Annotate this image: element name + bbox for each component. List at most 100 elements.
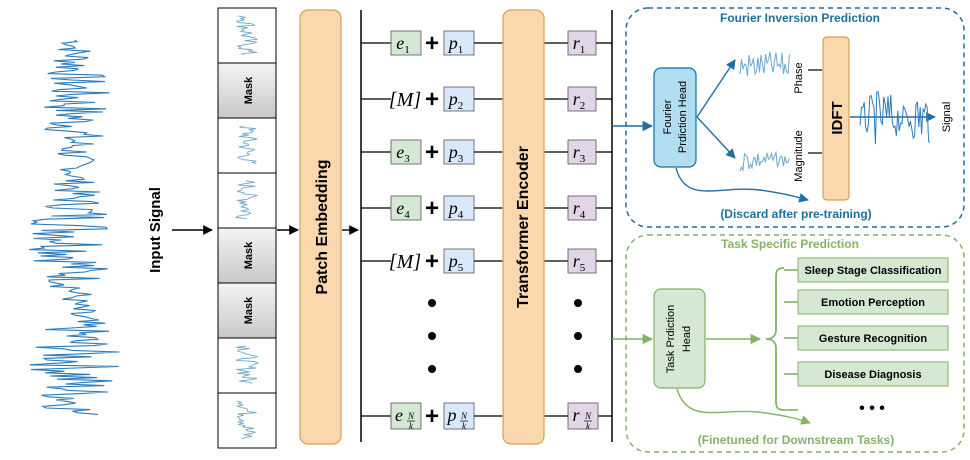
positional-token-sub-denominator: k — [462, 421, 467, 431]
signal-patch — [217, 337, 277, 394]
ellipsis-dot — [574, 299, 582, 307]
embedding-token-sub-denominator: k — [409, 421, 414, 431]
ellipsis-dot — [428, 332, 436, 340]
fourier-panel — [625, 7, 965, 228]
input-signal — [29, 39, 120, 415]
embedding-token-box — [390, 195, 422, 221]
token-row: [M]+p2 r2 — [361, 86, 612, 113]
positional-token: p2 — [443, 86, 475, 112]
patch-box — [217, 62, 277, 119]
ellipsis-dot — [574, 365, 582, 373]
patch-waveform — [235, 15, 258, 56]
embedding-token-sub-numerator: N — [407, 411, 415, 421]
task-head-label-line2: Head — [681, 326, 693, 352]
embedding-token-box — [390, 139, 422, 165]
task-item-label: Gesture Recognition — [819, 333, 927, 345]
input-signal-label: Input Signal — [147, 187, 164, 273]
patch-waveform — [234, 180, 258, 220]
embedding-token: e1 — [390, 30, 422, 56]
fourier-note: (Discard after pre-training) — [720, 207, 871, 221]
output-token-subscript: 4 — [580, 209, 586, 221]
input-signal-waveform — [29, 39, 120, 415]
phase-waveform — [739, 51, 790, 77]
transformer-encoder-label: Transformer Encoder — [515, 146, 532, 308]
plus-sign: + — [425, 30, 439, 57]
patch-waveform — [235, 345, 260, 384]
embedding-token-subscript: 3 — [404, 153, 410, 165]
task-item-box — [797, 361, 949, 387]
output-token: r1 — [567, 30, 597, 56]
signal-patch — [217, 117, 277, 174]
output-token-subscript: 1 — [580, 44, 586, 56]
mask-token: [M] — [389, 251, 421, 273]
positional-token-subscript: 3 — [458, 153, 464, 165]
mask-token: [M] — [389, 89, 421, 111]
positional-token: p3 — [443, 139, 475, 165]
task-brace — [765, 267, 785, 411]
transformer-encoder-block — [502, 9, 545, 445]
patch-embedding-block — [299, 9, 342, 445]
reconstructed-signal-label: Signal — [941, 102, 953, 133]
output-token-text: r — [572, 405, 580, 425]
patch-box — [217, 7, 277, 64]
fourier-head-label-line1: Fourier — [662, 99, 674, 134]
token-row: e1+p1 r1 — [361, 30, 612, 57]
plus-sign: + — [425, 248, 439, 275]
plus-sign: + — [425, 86, 439, 113]
positional-token-box — [443, 195, 475, 221]
patch-box — [217, 337, 277, 394]
ellipsis-dot — [428, 299, 436, 307]
magnitude-label: Magnitude — [793, 130, 805, 181]
arrow-head-to-magnitude — [696, 116, 736, 159]
embedding-token-box — [390, 30, 422, 56]
mask-label: Mask — [243, 296, 255, 324]
output-token-box — [567, 195, 597, 221]
output-token-box — [567, 139, 597, 165]
embedding-token-subscript: 4 — [404, 209, 410, 221]
task-item-label: Sleep Stage Classification — [805, 265, 942, 277]
task-head-block — [653, 288, 706, 389]
signal-patch — [217, 392, 277, 449]
task-note: (Finetuned for Downstream Tasks) — [698, 433, 894, 447]
task-item: Emotion Perception — [784, 289, 949, 315]
ellipsis-dot — [428, 365, 436, 373]
idft-label: IDFT — [829, 101, 846, 134]
patch-waveform — [236, 400, 257, 440]
positional-token-subscript: 5 — [458, 262, 464, 274]
plus-sign: + — [425, 403, 439, 430]
output-token-box — [567, 248, 597, 274]
fourier-panel-title: Fourier Inversion Prediction — [720, 11, 880, 25]
output-token-subscript: 3 — [580, 153, 586, 165]
discard-curve-arrow — [675, 167, 809, 203]
finetune-curve-arrow — [676, 388, 811, 425]
output-token-box — [567, 86, 597, 112]
task-item: Disease Diagnosis — [784, 361, 949, 387]
positional-token: p5 — [443, 248, 475, 274]
fourier-head-label-line2: Prdiction Head — [677, 81, 689, 153]
positional-token: p1 — [443, 30, 475, 56]
task-item-label: Emotion Perception — [821, 297, 925, 309]
masked-patch: Mask — [217, 282, 277, 339]
idft-block — [822, 36, 850, 201]
embedding-token-subscript: 1 — [404, 44, 410, 56]
output-token: r2 — [567, 86, 597, 112]
arrow-head-to-phase — [696, 59, 736, 118]
task-panel-title: Task Specific Prediction — [721, 237, 859, 251]
embedding-token-text: e — [395, 405, 403, 425]
positional-token-subscript: 2 — [458, 100, 464, 112]
patch-embedding-label: Patch Embedding — [314, 159, 331, 294]
patch-box — [217, 282, 277, 339]
positional-token-text: p — [446, 405, 457, 425]
task-head-label-line1: Task Prdiction — [665, 305, 677, 373]
task-item-label: Disease Diagnosis — [824, 369, 921, 381]
patch-box — [217, 392, 277, 449]
